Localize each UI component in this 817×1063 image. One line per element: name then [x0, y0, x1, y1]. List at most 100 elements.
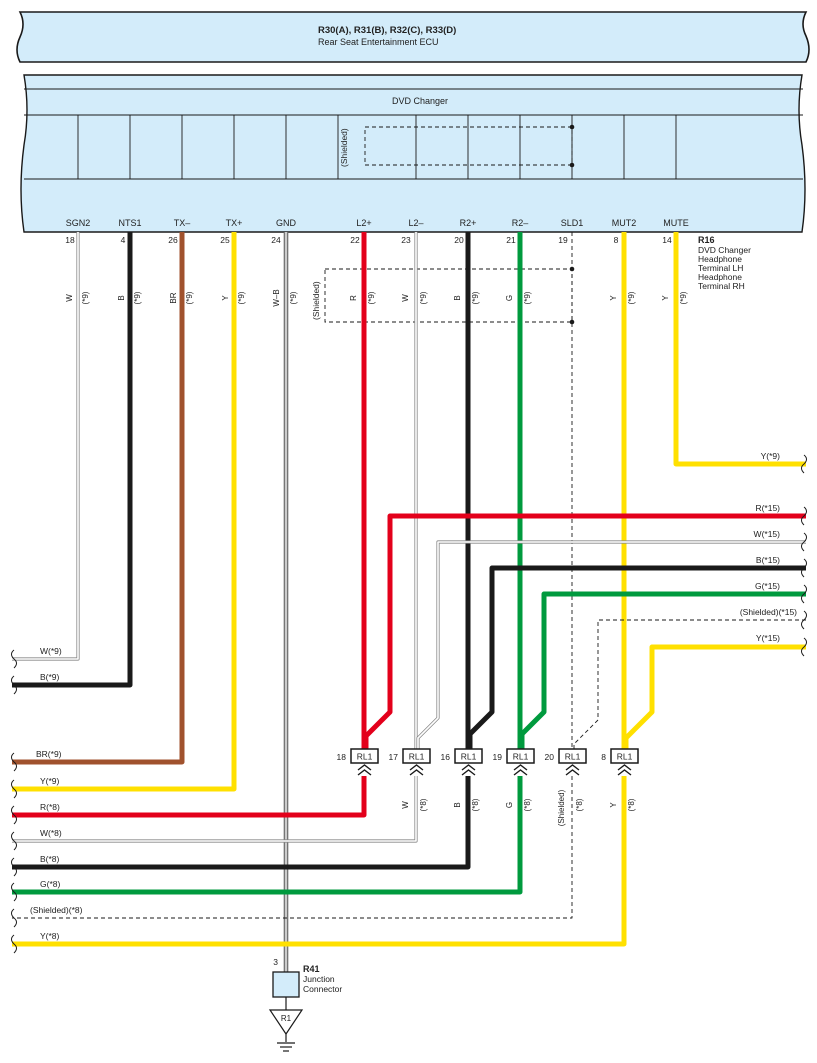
note-nts1: (*9)	[133, 291, 142, 304]
code-txp: Y	[221, 295, 230, 301]
wire-w15	[417, 541, 806, 750]
lower-note-w: (*8)	[419, 798, 428, 811]
relay-18-code: RL1	[357, 752, 373, 762]
label-sh8: (Shielded)(*8)	[30, 905, 83, 915]
note-txm: (*9)	[185, 291, 194, 304]
wire-txp	[12, 232, 237, 792]
upper-shielded-label: (Shielded)	[311, 281, 321, 320]
pin-number-r2m: 21	[506, 235, 516, 245]
pin-number-mut2: 8	[614, 235, 619, 245]
wire-txm	[12, 232, 185, 765]
label-g8: G(*8)	[40, 879, 60, 889]
label-y9-right: Y(*9)	[761, 451, 781, 461]
wire-breaks	[11, 454, 807, 954]
pin-number-txp: 25	[220, 235, 230, 245]
pin-label-mut2: MUT2	[612, 218, 637, 228]
lower-wire-codes: W (*8) B (*8) G (*8) (Shielded) (*8) Y (…	[401, 789, 636, 826]
dvd-shielded-label: (Shielded)	[339, 128, 349, 167]
label-w15: W(*15)	[754, 529, 781, 539]
ground-triangle	[268, 1009, 304, 1036]
wire-b15	[467, 565, 806, 750]
ecu-connectors: R30(A), R31(B), R32(C), R33(D)	[318, 25, 456, 36]
relay-16-num: 16	[441, 752, 451, 762]
left-wire-labels: W(*9) B(*9) BR(*9) Y(*9) R(*8) W(*8) B(*…	[30, 646, 83, 941]
pin-label-txm: TX–	[174, 218, 191, 228]
code-r2p: B	[453, 295, 462, 300]
ground-code: R1	[281, 1014, 292, 1023]
code-mute: Y	[661, 295, 670, 301]
upper-wire-codes: W (*9) B (*9) BR (*9) Y (*9) W–B (*9) R …	[65, 289, 688, 306]
note-mute: (*9)	[679, 291, 688, 304]
lower-code-w: W	[401, 801, 410, 809]
relay-20: RL1 20	[545, 748, 587, 776]
relay-16: RL1 16	[441, 748, 483, 776]
pin-label-r2p: R2+	[460, 218, 477, 228]
relay-connectors: RL1 18 RL1 17 RL1 16 RL1 19 RL1	[337, 748, 639, 776]
junction-line-1: Junction	[303, 974, 335, 984]
pin-label-txp: TX+	[226, 218, 243, 228]
pin-label-sgn2: SGN2	[66, 218, 91, 228]
junction-pin: 3	[273, 957, 278, 967]
note-r2m: (*9)	[523, 291, 532, 304]
ecu-header: R30(A), R31(B), R32(C), R33(D) Rear Seat…	[16, 11, 810, 63]
wire-b8	[12, 776, 471, 870]
lower-code-g: G	[505, 802, 514, 808]
dvd-changer-title: DVD Changer	[392, 96, 448, 106]
lower-note-b: (*8)	[471, 798, 480, 811]
label-b8: B(*8)	[40, 854, 60, 864]
wire-sgn2	[12, 232, 79, 660]
pin-label-l2p: L2+	[356, 218, 371, 228]
pin-label-mute: MUTE	[663, 218, 689, 228]
label-y15: Y(*15)	[756, 633, 780, 643]
relay-18-num: 18	[337, 752, 347, 762]
code-mut2: Y	[609, 295, 618, 301]
ground-icon	[277, 1042, 295, 1052]
relay-20-code: RL1	[565, 752, 581, 762]
label-sh15: (Shielded)(*15)	[740, 607, 797, 617]
label-r15: R(*15)	[755, 503, 780, 513]
pin-number-l2p: 22	[350, 235, 360, 245]
note-sgn2: (*9)	[81, 291, 90, 304]
code-sgn2: W	[65, 294, 74, 302]
label-w8: W(*8)	[40, 828, 62, 838]
label-w9: W(*9)	[40, 646, 62, 656]
label-y9-left: Y(*9)	[40, 776, 60, 786]
pin-label-r2m: R2–	[512, 218, 529, 228]
relay-8-code: RL1	[617, 752, 633, 762]
pin-number-sgn2: 18	[65, 235, 75, 245]
code-l2m: W	[401, 294, 410, 302]
pin-number-mute: 14	[662, 235, 672, 245]
lower-note-shielded: (*8)	[575, 798, 584, 811]
right-wire-labels: Y(*9) R(*15) W(*15) B(*15) G(*15) (Shiel…	[740, 451, 797, 643]
note-txp: (*9)	[237, 291, 246, 304]
wire-g8	[12, 776, 523, 895]
label-br9: BR(*9)	[36, 749, 62, 759]
junction-code: R41	[303, 964, 320, 974]
r16-label: R16 DVD Changer Headphone Terminal LH He…	[698, 235, 751, 291]
wire-w8-outline	[12, 776, 418, 843]
relay-8-num: 8	[601, 752, 606, 762]
lower-code-b: B	[453, 802, 462, 807]
pin-number-txm: 26	[168, 235, 178, 245]
r16-line-3: Terminal LH	[698, 263, 743, 273]
code-l2p: R	[349, 295, 358, 301]
ecu-name: Rear Seat Entertainment ECU	[318, 37, 439, 47]
label-y8: Y(*8)	[40, 931, 60, 941]
relay-19: RL1 19	[493, 748, 535, 776]
relay-19-code: RL1	[513, 752, 529, 762]
wire-mute	[673, 232, 806, 467]
relay-17-code: RL1	[409, 752, 425, 762]
pin-number-l2m: 23	[401, 235, 411, 245]
r16-line-1: DVD Changer	[698, 245, 751, 255]
lower-note-g: (*8)	[523, 798, 532, 811]
r16-code: R16	[698, 235, 715, 245]
pin-number-nts1: 4	[121, 235, 126, 245]
pin-label-sld1: SLD1	[561, 218, 584, 228]
relay-17: RL1 17	[389, 748, 431, 776]
relay-16-code: RL1	[461, 752, 477, 762]
wire-sh8	[12, 776, 573, 919]
wire-w8	[12, 776, 417, 842]
wire-r8	[12, 776, 367, 818]
pin-number-r2p: 20	[454, 235, 464, 245]
